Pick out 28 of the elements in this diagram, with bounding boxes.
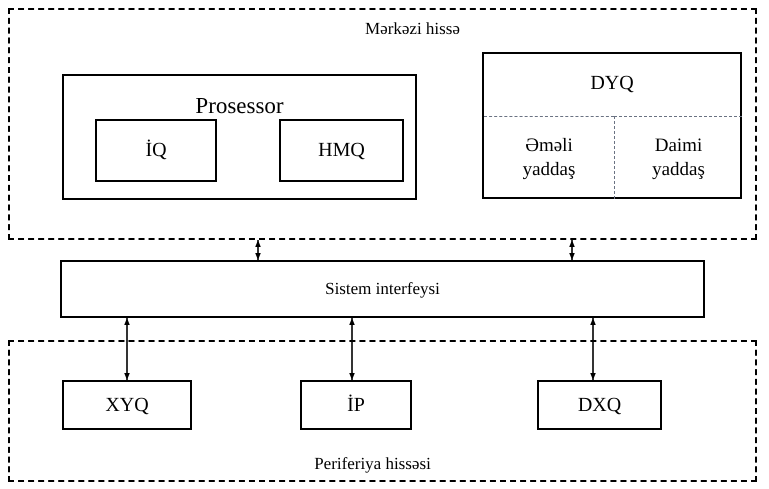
box-label: DYQ <box>590 72 634 94</box>
block-box <box>537 380 662 430</box>
box-label: Periferiya hissəsi <box>314 454 431 472</box>
double-arrow <box>349 318 355 380</box>
box-label: İP <box>347 392 365 418</box>
memory-cell <box>614 116 742 199</box>
box-label: Mərkəzi hissə <box>365 19 460 38</box>
block-box <box>62 380 192 430</box>
block-box <box>60 260 705 318</box>
box-label: Daimi yaddaş <box>651 134 706 182</box>
box-label: Sistem interfeysi <box>325 278 440 300</box>
dashed-group <box>8 8 757 240</box>
box-label: XYQ <box>105 392 149 418</box>
block-box <box>62 74 417 200</box>
block-box <box>300 380 412 430</box>
box-label: İQ <box>145 138 167 163</box>
double-arrow <box>255 240 261 260</box>
box-label: HMQ <box>318 138 365 163</box>
block-box <box>482 52 742 199</box>
double-arrow <box>569 240 575 260</box>
dashed-group <box>8 340 757 482</box>
block-box <box>279 119 404 182</box>
double-arrow <box>590 318 596 380</box>
box-label: Prosessor <box>195 93 284 118</box>
box-label: Əməli yaddaş <box>522 134 576 182</box>
double-arrow <box>124 318 130 380</box>
block-box <box>95 119 217 182</box>
box-label: DXQ <box>578 392 622 418</box>
